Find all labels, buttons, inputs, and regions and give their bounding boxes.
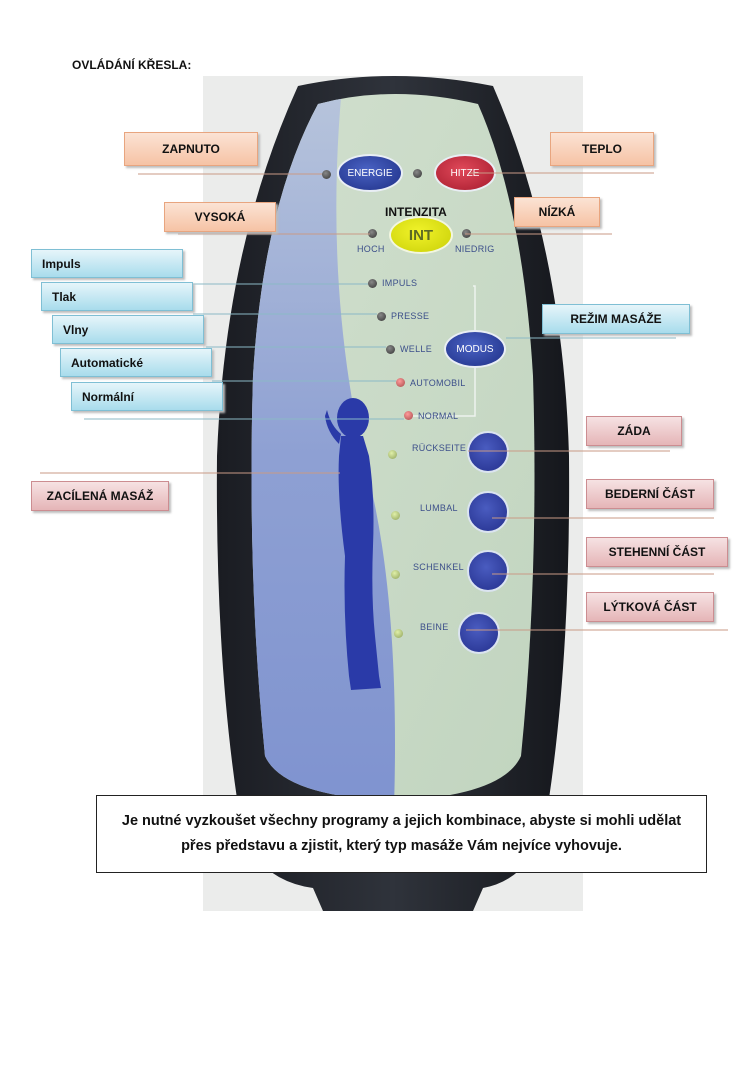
welle-led	[386, 345, 395, 354]
page-title: OVLÁDÁNÍ KŘESLA:	[72, 58, 192, 72]
lumbal-button[interactable]	[467, 491, 509, 533]
callout-zada: ZÁDA	[586, 416, 682, 446]
callout-stehenni-cast: STEHENNÍ ČÁST	[586, 537, 728, 567]
beine-led	[394, 629, 403, 638]
callout-impuls: Impuls	[31, 249, 183, 278]
note-box: Je nutné vyzkoušet všechny programy a je…	[96, 795, 707, 873]
callout-tlak: Tlak	[41, 282, 193, 311]
mode-presse-label: PRESSE	[391, 311, 430, 321]
heat-led	[413, 169, 422, 178]
mode-automobil-label: AUTOMOBIL	[410, 378, 466, 388]
hoch-led	[368, 229, 377, 238]
callout-zapnuto: ZAPNUTO	[124, 132, 258, 166]
zone-lumbal-label: LUMBAL	[420, 503, 458, 513]
callout-rezim-masaze: REŽIM MASÁŽE	[542, 304, 690, 334]
beine-button[interactable]	[458, 612, 500, 654]
hoch-label: HOCH	[357, 244, 385, 254]
mode-impuls-label: IMPULS	[382, 278, 418, 288]
callout-normalni: Normální	[71, 382, 223, 411]
mode-normal-label: NORMAL	[418, 411, 459, 421]
niedrig-label: NIEDRIG	[455, 244, 495, 254]
automobil-led	[396, 378, 405, 387]
callout-nizka: NÍZKÁ	[514, 197, 600, 227]
zone-beine-label: BEINE	[420, 622, 449, 632]
ruckseite-led	[388, 450, 397, 459]
presse-led	[377, 312, 386, 321]
mode-welle-label: WELLE	[400, 344, 433, 354]
callout-vysoka: VYSOKÁ	[164, 202, 276, 232]
intenzita-label: INTENZITA	[385, 205, 447, 219]
modus-button[interactable]: MODUS	[444, 330, 506, 368]
callout-automaticke: Automatické	[60, 348, 212, 377]
hitze-button[interactable]: HITZE	[434, 154, 496, 192]
callout-bederni-cast: BEDERNÍ ČÁST	[586, 479, 714, 509]
remote-illustration	[216, 76, 570, 911]
energie-button[interactable]: ENERGIE	[337, 154, 403, 192]
schenkel-button[interactable]	[467, 550, 509, 592]
normal-led	[404, 411, 413, 420]
callout-vlny: Vlny	[52, 315, 204, 344]
impuls-led	[368, 279, 377, 288]
callout-zacilena-masaz: ZACÍLENÁ MASÁŽ	[31, 481, 169, 511]
power-led	[322, 170, 331, 179]
zone-schenkel-label: SCHENKEL	[413, 562, 464, 572]
ruckseite-button[interactable]	[467, 431, 509, 473]
callout-lytkova-cast: LÝTKOVÁ ČÁST	[586, 592, 714, 622]
int-button[interactable]: INT	[389, 216, 453, 254]
zone-ruckseite-label: RÜCKSEITE	[412, 443, 467, 453]
callout-teplo: TEPLO	[550, 132, 654, 166]
niedrig-led	[462, 229, 471, 238]
lumbal-led	[391, 511, 400, 520]
schenkel-led	[391, 570, 400, 579]
note-text: Je nutné vyzkoušet všechny programy a je…	[121, 812, 682, 854]
